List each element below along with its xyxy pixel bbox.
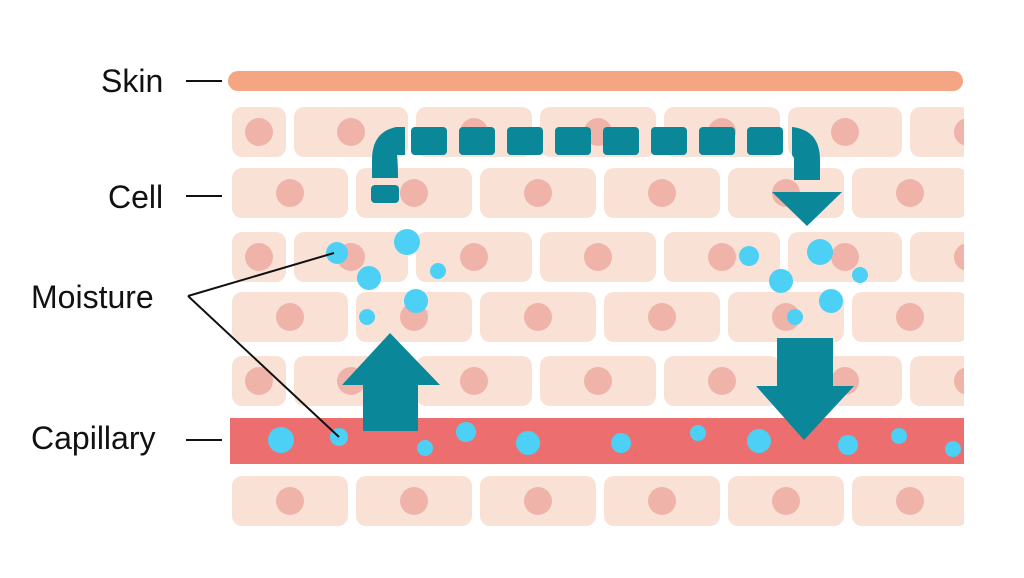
cell <box>356 168 472 218</box>
moisture-droplet <box>739 246 759 266</box>
cell-nucleus <box>648 303 676 331</box>
cell-nucleus <box>276 303 304 331</box>
arrow-down-icon <box>756 338 854 440</box>
moisture-droplets <box>268 229 961 457</box>
cell <box>232 476 348 526</box>
moisture-droplet <box>747 429 771 453</box>
cell <box>232 232 286 282</box>
moisture-droplet <box>838 435 858 455</box>
cell-nucleus <box>584 367 612 395</box>
cell <box>604 292 720 342</box>
cell-nucleus <box>954 367 964 395</box>
cell-nucleus <box>648 179 676 207</box>
cell <box>480 292 596 342</box>
cell-nucleus <box>460 243 488 271</box>
cell-nucleus <box>584 243 612 271</box>
arrow-up-icon <box>342 333 440 431</box>
cell-nucleus <box>400 487 428 515</box>
cell-nucleus <box>276 179 304 207</box>
cell-nucleus <box>460 367 488 395</box>
moisture-droplet <box>807 239 833 265</box>
cell-nucleus <box>896 303 924 331</box>
cell-nucleus <box>954 118 964 146</box>
moisture-droplet <box>268 427 294 453</box>
cell-nucleus <box>954 243 964 271</box>
moisture-droplet <box>852 267 868 283</box>
cell <box>540 356 656 406</box>
moisture-droplet <box>891 428 907 444</box>
cell <box>664 232 780 282</box>
cell-nucleus <box>831 243 859 271</box>
cell <box>910 356 964 406</box>
callout-lines <box>186 80 340 441</box>
cell-nucleus <box>772 487 800 515</box>
capillary-label: Capillary <box>31 420 155 456</box>
cell-nucleus <box>524 179 552 207</box>
cell-nucleus <box>276 487 304 515</box>
cell <box>540 232 656 282</box>
moisture-droplet <box>359 309 375 325</box>
moisture-droplet <box>326 242 348 264</box>
skin-label: Skin <box>101 63 163 99</box>
cell-nucleus <box>400 179 428 207</box>
cell-nucleus <box>831 118 859 146</box>
cell <box>852 292 964 342</box>
cell <box>232 107 286 157</box>
cell-nucleus <box>245 367 273 395</box>
cell <box>232 168 348 218</box>
moisture-droplet <box>404 289 428 313</box>
moisture-droplet <box>611 433 631 453</box>
moisture-droplet <box>417 440 433 456</box>
cell-nucleus <box>245 243 273 271</box>
moisture-droplet <box>819 289 843 313</box>
cell <box>910 232 964 282</box>
moisture-droplet <box>357 266 381 290</box>
moisture-label: Moisture <box>31 279 154 315</box>
cell-nucleus <box>708 243 736 271</box>
cell <box>604 168 720 218</box>
cell-nucleus <box>708 367 736 395</box>
cell-nucleus <box>648 487 676 515</box>
cell <box>416 356 532 406</box>
moisture-droplet <box>769 269 793 293</box>
cell <box>480 168 596 218</box>
moisture-droplet <box>945 441 961 457</box>
skin-layer <box>228 71 963 91</box>
dashed-flow-arrow-icon <box>371 127 842 226</box>
cell-nucleus <box>524 303 552 331</box>
cell <box>852 476 964 526</box>
cell <box>852 168 964 218</box>
cell <box>232 356 286 406</box>
moisture-droplet <box>690 425 706 441</box>
cell <box>664 356 780 406</box>
moisture-droplet <box>394 229 420 255</box>
moisture-droplet <box>430 263 446 279</box>
cell <box>232 292 348 342</box>
cell <box>294 232 408 282</box>
cell <box>788 232 902 282</box>
cell-nucleus <box>896 179 924 207</box>
cell-nucleus <box>337 118 365 146</box>
cell-nucleus <box>896 487 924 515</box>
cell <box>728 476 844 526</box>
cell <box>480 476 596 526</box>
cell-label: Cell <box>108 179 163 215</box>
cell <box>910 107 964 157</box>
cell <box>604 476 720 526</box>
moisture-droplet <box>516 431 540 455</box>
cell-nucleus <box>524 487 552 515</box>
moisture-droplet <box>787 309 803 325</box>
moisture-droplet <box>456 422 476 442</box>
cell-nucleus <box>245 118 273 146</box>
cell <box>356 476 472 526</box>
